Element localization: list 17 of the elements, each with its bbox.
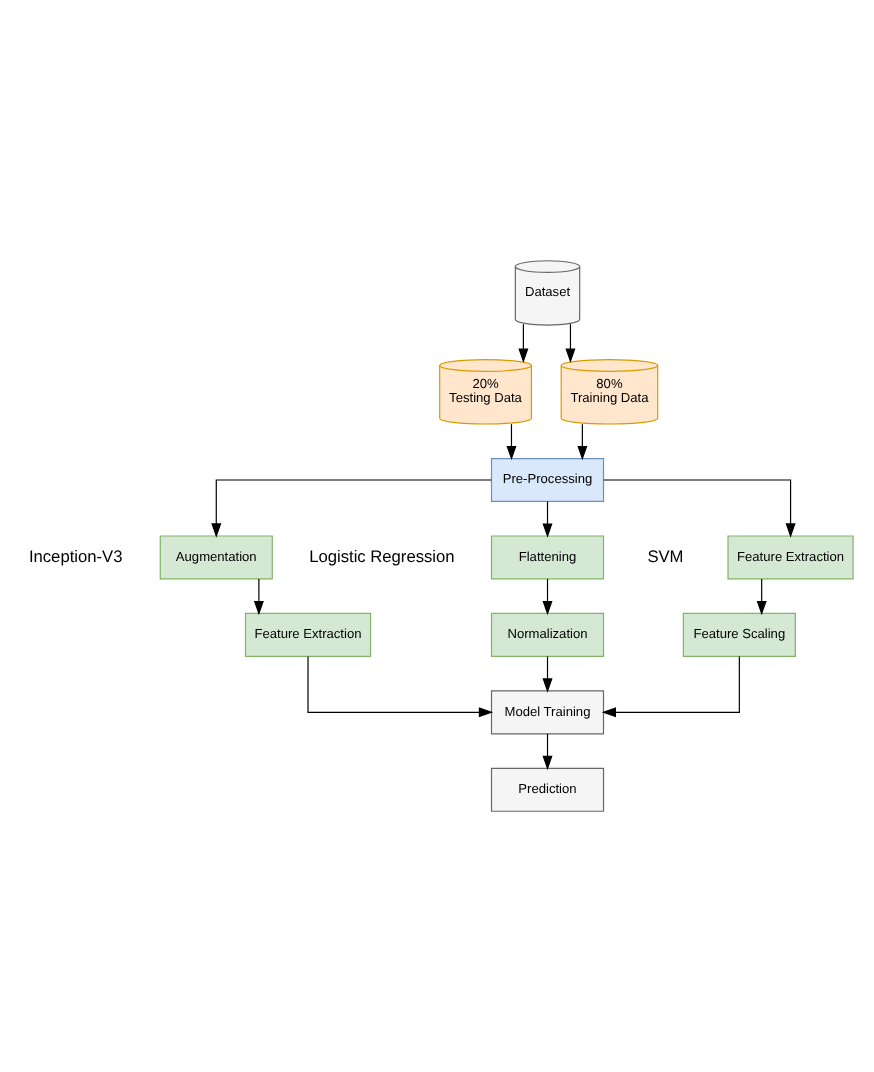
arrow — [601, 655, 740, 718]
label: Logistic Regression — [309, 545, 455, 566]
arrow — [603, 479, 796, 538]
arrow — [542, 501, 553, 538]
arrow — [565, 323, 576, 363]
arrow — [253, 578, 264, 616]
arrow — [542, 655, 553, 693]
arrow — [518, 323, 529, 363]
arrow — [307, 655, 494, 718]
arrow — [542, 733, 553, 771]
arrow — [756, 578, 767, 616]
arrow — [577, 423, 588, 461]
label: Inception-V3 — [28, 545, 123, 566]
arrow — [542, 578, 553, 616]
arrow — [211, 479, 492, 538]
arrow — [506, 423, 517, 461]
label: SVM — [647, 545, 684, 566]
